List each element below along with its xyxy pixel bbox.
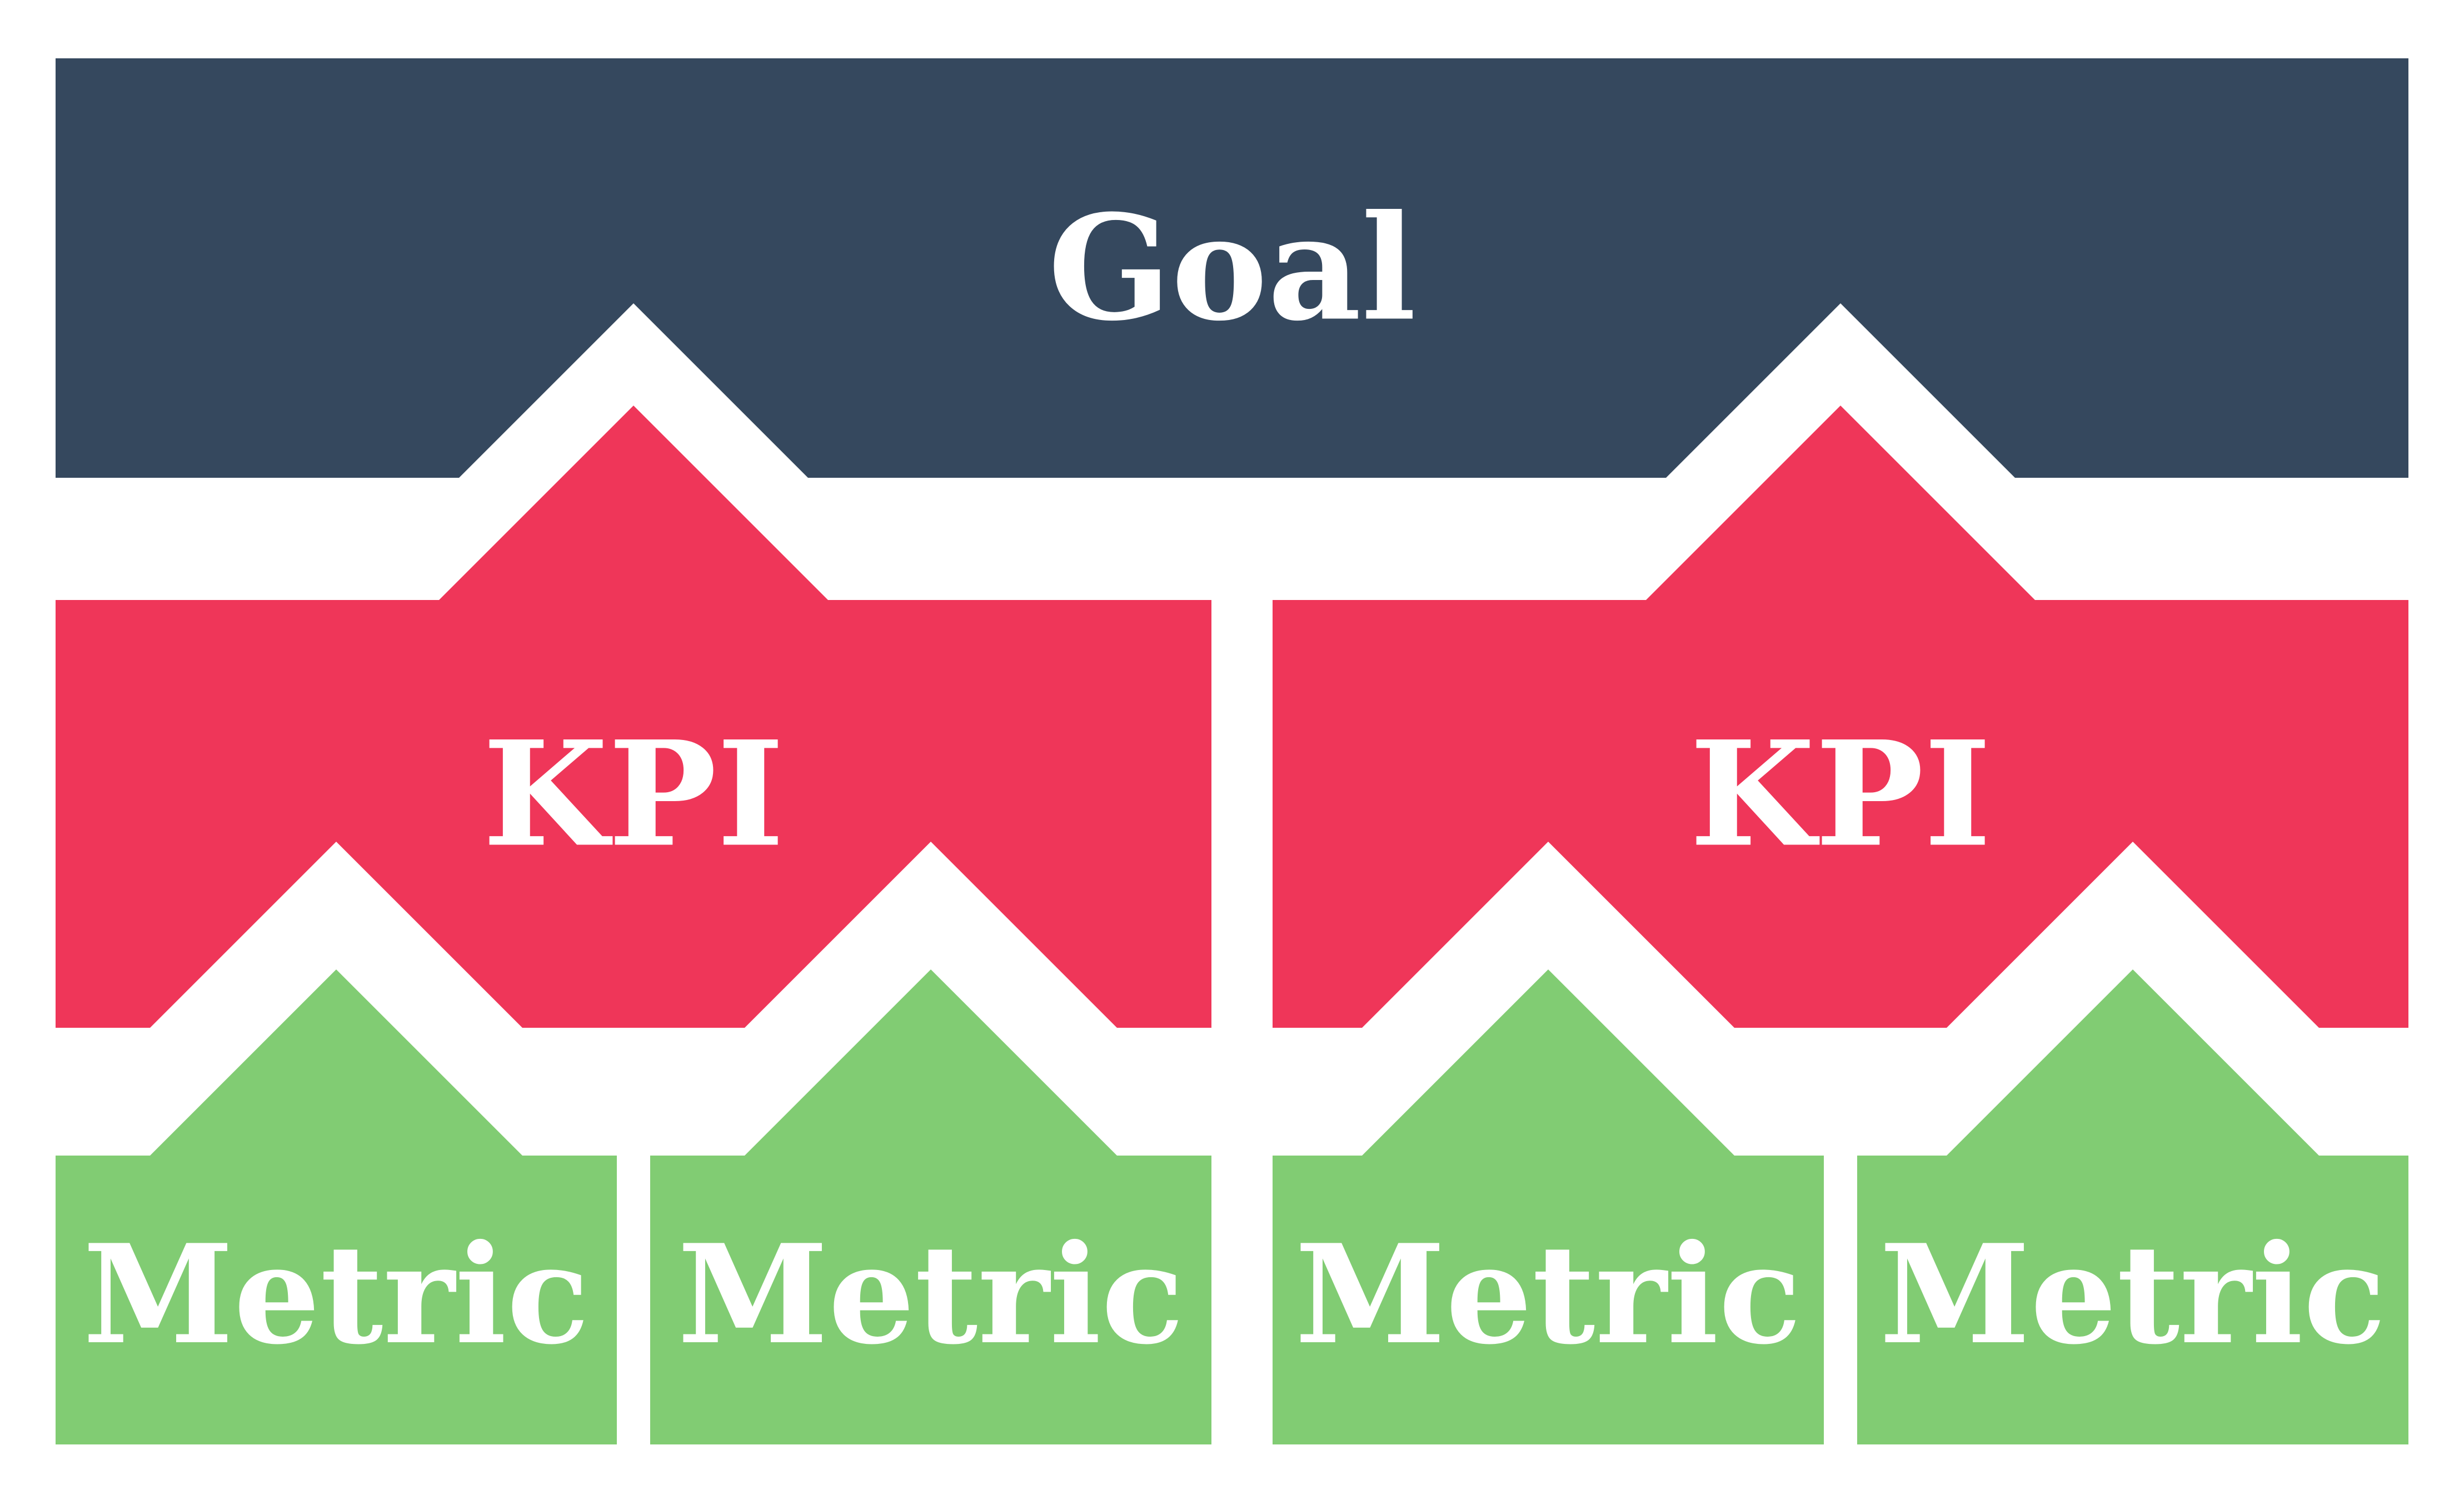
metric-label-1: Metric <box>83 1214 590 1374</box>
kpi-shape-right <box>1273 406 2408 1028</box>
metric-shape-3 <box>1273 969 1824 1444</box>
metric-shape-2 <box>650 969 1211 1444</box>
kpi-label-right: KPI <box>1689 710 1991 879</box>
metric-label-2: Metric <box>677 1214 1184 1374</box>
kpi-label-left: KPI <box>482 710 784 879</box>
goal-label: Goal <box>1048 184 1416 353</box>
metric-label-4: Metric <box>1879 1214 2386 1374</box>
metric-shape-1 <box>56 969 617 1444</box>
kpi-shape-left <box>56 406 1211 1028</box>
goal-shape <box>56 58 2408 478</box>
metric-label-3: Metric <box>1295 1214 1802 1374</box>
metric-shape-4 <box>1857 969 2408 1444</box>
